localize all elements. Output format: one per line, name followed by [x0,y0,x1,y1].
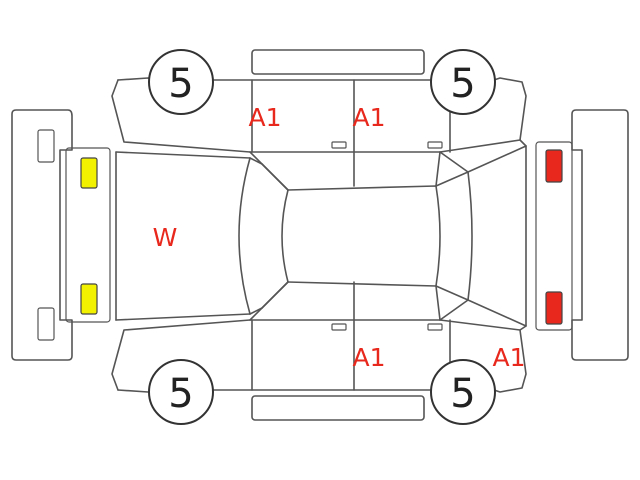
front-lamp-left [80,157,98,189]
front-lamp-right [80,283,98,315]
left-side-body [111,77,527,153]
top-view-body [65,139,573,331]
tire-front-left-value: 5 [168,61,193,107]
side-skirt-right [251,395,425,421]
tire-front-right-value: 5 [168,371,193,417]
side-skirt-left [251,49,425,75]
tire-rear-right: 5 [430,359,496,425]
tire-front-left: 5 [148,49,214,115]
right-side-body [111,319,527,393]
code-door-front-left: A1 [248,103,281,132]
code-door-rear-right: A1 [352,343,385,372]
code-door-rear-left: A1 [352,103,385,132]
tire-rear-left: 5 [430,49,496,115]
code-hood: W [153,223,178,252]
tire-front-right: 5 [148,359,214,425]
tire-rear-right-value: 5 [450,371,475,417]
tire-rear-left-value: 5 [450,61,475,107]
rear-lamp-left [545,149,563,183]
front-bumper [11,109,73,361]
code-quarter-rear-right: A1 [492,343,525,372]
rear-bumper [571,109,629,361]
rear-lamp-right [545,291,563,325]
